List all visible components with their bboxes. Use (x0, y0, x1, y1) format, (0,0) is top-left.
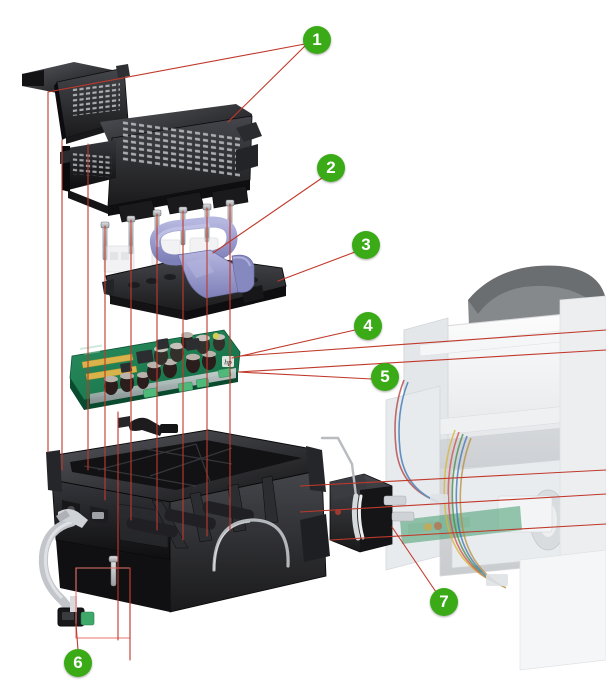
hp-logo-icon: hp (222, 356, 234, 367)
part-carriage-chassis (46, 429, 330, 613)
printer-ghost-assembly (385, 265, 606, 671)
callout-6-label: 6 (73, 652, 83, 672)
part-encoder-sensor-module (320, 436, 415, 553)
small-bracket-parts (118, 416, 178, 436)
callout-4-label: 4 (363, 315, 373, 335)
callout-1-label: 1 (312, 29, 322, 49)
callout-3-label: 3 (361, 234, 371, 254)
callout-4[interactable]: 4 (354, 312, 382, 340)
part-trailing-cable-assembly (38, 509, 95, 627)
callout-1[interactable]: 1 (303, 26, 331, 54)
svg-text:hp: hp (224, 358, 232, 367)
callout-5-label: 5 (380, 366, 390, 386)
callout-5[interactable]: 5 (371, 363, 399, 391)
leader-lines-horizontal (237, 329, 606, 541)
callout-7-label: 7 (439, 591, 449, 611)
part-printed-circuit-board: hp (69, 329, 241, 410)
callout-6[interactable]: 6 (64, 649, 92, 677)
leader-lines (47, 43, 437, 661)
part-vented-cover-large (60, 104, 262, 223)
callout-2-label: 2 (326, 157, 336, 177)
callout-3[interactable]: 3 (352, 231, 380, 259)
callout-2[interactable]: 2 (317, 154, 345, 182)
callout-7[interactable]: 7 (430, 588, 458, 616)
